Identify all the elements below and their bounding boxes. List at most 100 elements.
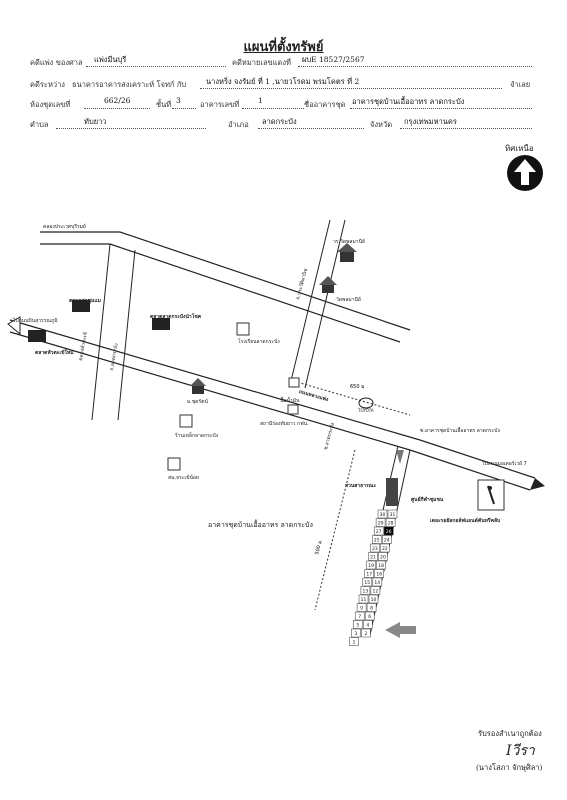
gas-icon <box>288 377 300 388</box>
center-label: ศูนย์กีฬาชุมชน <box>411 497 444 503</box>
court-dotline <box>86 66 226 67</box>
subdistrict-value: ทับยาว <box>84 117 107 126</box>
court-value: แพ่งมีนบุรี <box>94 55 127 64</box>
certify-line: รับรองสำเนาถูกต้อง <box>478 729 542 738</box>
building-number: 22 <box>382 546 388 552</box>
building-block <box>361 628 371 638</box>
plaintiff: ธนาคารอาคารสงเคราะห์ โจทก์ กับ <box>72 80 187 89</box>
building-block <box>366 603 377 612</box>
to-right-label: ไปถนนมอเตอร์เวย์ 7 <box>482 461 527 467</box>
district-dotline <box>258 128 364 129</box>
building-number: 8 <box>370 606 373 612</box>
road-left <box>91 243 136 421</box>
building-number: 9 <box>360 606 363 612</box>
temple-icon <box>337 243 357 262</box>
building-number: 15 <box>364 580 370 586</box>
building-block <box>372 535 382 544</box>
brand-label: TOYOTA <box>358 408 374 413</box>
building-number: 29 <box>378 521 384 527</box>
unit-value: 662/26 <box>104 96 131 105</box>
building-block <box>373 526 384 536</box>
condo-value: อาคารชุดบ้านเอื้ออาทร ลาดกระบัง <box>352 97 465 106</box>
sport-label: เดอะรอยัลกอล์ฟแอนด์คันทรีคลับ <box>430 518 501 524</box>
shop-label: ร้านเหล็กลาดกระบัง <box>175 433 219 439</box>
building-block <box>380 543 390 553</box>
building-value: 1 <box>258 96 263 105</box>
market2-icon <box>152 318 170 330</box>
building-block <box>349 637 359 646</box>
building-label: อาคารเลขที่ <box>200 100 240 109</box>
building-block <box>366 560 376 570</box>
building-block <box>385 518 396 527</box>
unit-dotline <box>84 108 150 109</box>
certify-name: (นางโสภา จักษุศิลา) <box>476 763 543 772</box>
building-block <box>358 594 369 604</box>
condo-name-label: อาคารชุดบ้านเอื้ออาทร ลาดกระบัง <box>208 521 313 529</box>
market3-label: ตลาดหัวตะเข้ใหม่ <box>35 350 74 356</box>
court-row: คดีแพ่ง ของศาล <box>30 57 83 69</box>
market1-icon <box>72 300 90 312</box>
to-condo-label: ซ.อาคารชุดบ้านเอื้ออาทร ลาดกระบัง <box>420 428 500 434</box>
building-block <box>360 586 371 595</box>
defendant-suffix: จำเลย <box>510 80 531 89</box>
subdistrict-dotline <box>56 128 206 129</box>
building-number: 24 <box>384 538 390 544</box>
signature: Iวีรา <box>506 743 535 759</box>
police-icon <box>167 457 181 471</box>
distance2-label: 500 ม <box>314 540 324 555</box>
down-arrow-icon <box>396 450 404 464</box>
condo-label: ชื่ออาคารชุด <box>304 100 346 109</box>
building-number: 12 <box>373 589 379 595</box>
building-block <box>351 628 361 638</box>
building-number: 1 <box>353 640 356 646</box>
mosque-icon <box>190 378 206 394</box>
building-number: 28 <box>388 521 394 527</box>
shop-icon <box>179 414 193 428</box>
subdistrict-label: ตำบล <box>30 120 49 129</box>
building-block <box>353 620 363 629</box>
school-label: โรงเรียนลาดกระบัง <box>238 339 280 345</box>
province-dotline <box>400 128 532 129</box>
building-dotline <box>242 108 304 109</box>
defendants: นางหริ่ง จงรัมย์ ที่ 1 ,นายวโรดม พรมโคตร… <box>206 77 360 86</box>
court-label: คดีแพ่ง ของศาล <box>30 58 83 67</box>
building-block <box>372 577 383 587</box>
building-number: 27 <box>376 529 382 535</box>
north-arrow-icon <box>507 155 543 191</box>
building-number: 3 <box>354 631 357 637</box>
building-number: 10 <box>371 597 377 603</box>
building-block <box>376 560 386 570</box>
building-number: 20 <box>380 555 386 561</box>
park-label: สวนสาธารณะ <box>345 483 377 489</box>
province-value: กรุงเทพมหานคร <box>404 117 457 126</box>
building-block <box>362 577 373 587</box>
building-number: 4 <box>366 623 369 629</box>
building-number: 7 <box>358 614 361 620</box>
building-block <box>374 569 384 578</box>
floor-dotline <box>172 108 196 109</box>
building-block <box>370 586 381 595</box>
condo-dotline <box>350 108 532 109</box>
market2-label: ตลาดลาดกระบังนำโชค <box>150 314 202 320</box>
building-number: 31 <box>390 512 396 518</box>
building-number: 11 <box>361 597 367 603</box>
building-block <box>378 552 388 561</box>
unit-label: ห้องชุดเลขที่ <box>30 100 71 109</box>
building-block <box>370 543 380 553</box>
building-number: 13 <box>363 589 369 595</box>
building-block <box>382 535 392 544</box>
temple2-icon <box>319 276 337 293</box>
district-label: อำเภอ <box>228 120 249 129</box>
case-no-value: ผบE 18527/2567 <box>302 55 365 64</box>
defendant-dotline <box>200 88 502 89</box>
park-icon <box>386 478 398 506</box>
building-block <box>377 509 388 519</box>
building-number: 18 <box>378 563 384 569</box>
building-number: 26 <box>386 529 392 535</box>
toyota-logo-icon <box>358 397 374 409</box>
building-number: 17 <box>366 572 372 578</box>
page-title: แผนที่ตั้งทรัพย์ <box>243 40 324 55</box>
mosque-label: ม.ชุดรัตน์ <box>187 399 208 405</box>
building-number: 16 <box>376 572 382 578</box>
floor-label: ชั้นที่ <box>156 100 172 109</box>
